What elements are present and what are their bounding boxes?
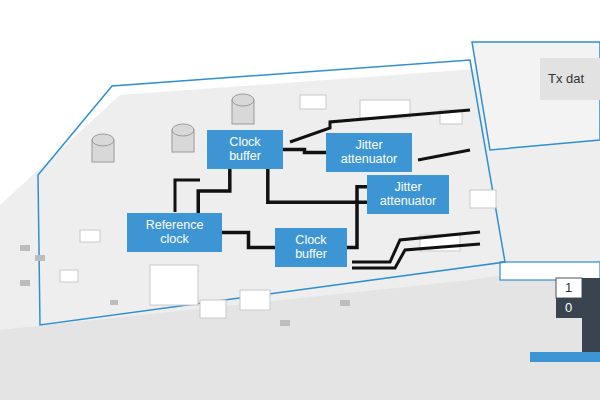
bit-value: 0 (565, 301, 572, 315)
bit-value: 1 (565, 281, 572, 295)
box-label: Clock buffer (281, 233, 341, 262)
bit-cell (556, 278, 582, 298)
process-box: Jitter attenuator (326, 133, 412, 172)
process-box: Jitter attenuator (367, 175, 449, 214)
panel-title: Tx dat (548, 72, 584, 86)
panel-outline (38, 60, 505, 325)
box-label: Clock buffer (213, 135, 277, 164)
pcb-trace (222, 232, 275, 247)
bit-block (582, 278, 600, 358)
pcb-edge (0, 260, 600, 400)
panel-block (540, 58, 600, 100)
process-box: Reference clock (127, 213, 222, 252)
box-label: Jitter attenuator (373, 180, 443, 209)
process-box: Clock buffer (207, 130, 283, 169)
pcb-trace (347, 187, 367, 248)
box-label: Jitter attenuator (332, 138, 406, 167)
pcb-trace (198, 169, 230, 213)
box-label: Reference clock (133, 218, 216, 247)
process-box: Clock buffer (275, 228, 347, 267)
pcb-trace (283, 149, 326, 152)
components (60, 95, 496, 318)
panel-strip (500, 262, 600, 280)
pcb-trace (268, 169, 367, 202)
bit-bar (530, 352, 600, 362)
bit-cell (556, 298, 582, 318)
